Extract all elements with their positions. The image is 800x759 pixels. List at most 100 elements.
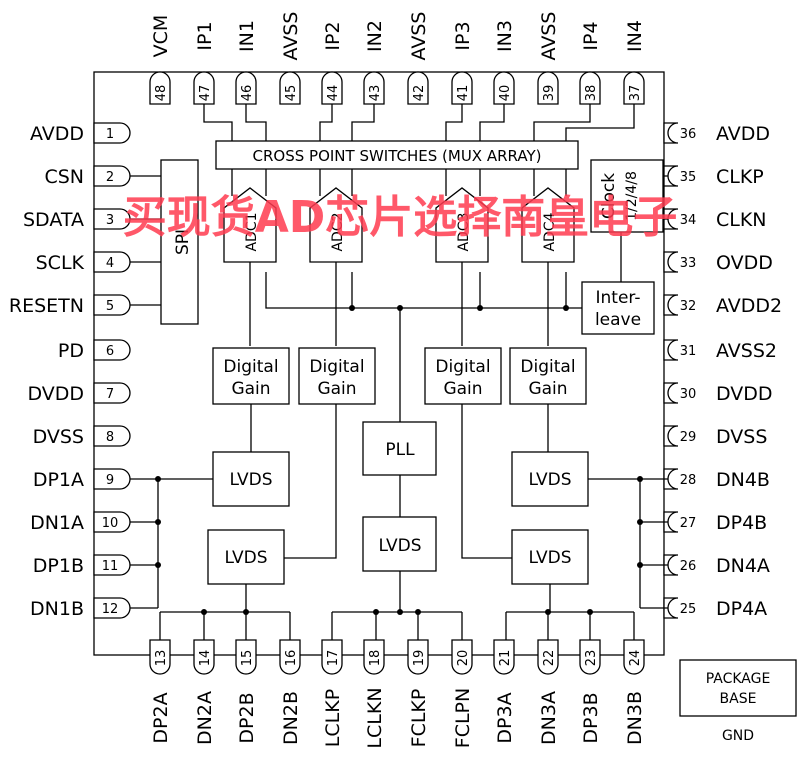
svg-text:10: 10 xyxy=(102,516,119,531)
pin-10: 10 DN1A xyxy=(30,511,131,534)
svg-text:28: 28 xyxy=(680,473,697,488)
digital-gain-2: Digital Gain xyxy=(298,347,376,405)
lvds-4: LVDS xyxy=(511,529,589,585)
svg-text:45: 45 xyxy=(284,85,299,102)
svg-text:AVDD2: AVDD2 xyxy=(716,295,782,317)
svg-text:46: 46 xyxy=(240,85,255,102)
svg-text:IP2: IP2 xyxy=(322,21,344,50)
top-pins: 48VCM47IP146IN145AVSS44IP243IN242AVSS41I… xyxy=(149,12,646,105)
svg-text:FCLKP: FCLKP xyxy=(408,689,430,748)
adc-3: ADC3 xyxy=(435,187,489,263)
svg-text:LVDS: LVDS xyxy=(224,548,267,568)
svg-text:CSN: CSN xyxy=(44,166,84,188)
svg-text:ADC4: ADC4 xyxy=(542,212,558,251)
svg-text:LCLKN: LCLKN xyxy=(364,687,386,748)
clock-box xyxy=(590,159,664,233)
svg-text:DP2A: DP2A xyxy=(150,692,172,743)
svg-text:DP1A: DP1A xyxy=(33,469,84,491)
svg-text:ADC2: ADC2 xyxy=(330,212,346,251)
svg-text:27: 27 xyxy=(680,516,697,531)
spi-box xyxy=(160,159,199,325)
right-output-bus xyxy=(588,478,668,609)
svg-text:DP2B: DP2B xyxy=(236,692,258,743)
interleave-box xyxy=(581,281,655,335)
svg-text:48: 48 xyxy=(154,85,169,102)
svg-text:DVSS: DVSS xyxy=(33,426,84,448)
svg-text:8: 8 xyxy=(106,430,114,445)
interleave-label-1: Inter- xyxy=(596,288,641,308)
svg-text:6: 6 xyxy=(106,344,114,359)
mux-array-box xyxy=(215,140,579,170)
svg-text:VCM: VCM xyxy=(150,15,172,58)
svg-text:2: 2 xyxy=(106,170,114,185)
svg-text:12: 12 xyxy=(102,602,119,617)
svg-text:DP3A: DP3A xyxy=(494,692,516,743)
svg-text:34: 34 xyxy=(680,213,697,228)
svg-text:DN3B: DN3B xyxy=(624,691,646,745)
svg-text:AVSS: AVSS xyxy=(280,12,302,61)
svg-text:38: 38 xyxy=(584,85,599,102)
svg-text:LVDS: LVDS xyxy=(378,536,421,556)
digital-gain-1: Digital Gain xyxy=(212,347,290,405)
svg-text:DN1B: DN1B xyxy=(30,598,84,620)
svg-text:18: 18 xyxy=(368,650,383,667)
svg-text:IP1: IP1 xyxy=(194,21,216,50)
svg-text:AVDD: AVDD xyxy=(716,123,770,145)
svg-text:Gain: Gain xyxy=(443,379,482,399)
svg-text:16: 16 xyxy=(284,650,299,667)
gnd-label: GND xyxy=(722,728,754,744)
svg-text:20: 20 xyxy=(456,650,471,667)
svg-text:FCLPN: FCLPN xyxy=(452,688,474,748)
svg-text:11: 11 xyxy=(102,559,119,574)
adc-1: ADC1 xyxy=(223,187,277,263)
pin-29: 29 DVSS xyxy=(663,425,767,448)
svg-text:PLL: PLL xyxy=(385,440,415,460)
svg-text:29: 29 xyxy=(680,430,697,445)
svg-text:37: 37 xyxy=(628,85,643,102)
digital-gain-4: Digital Gain xyxy=(509,347,587,405)
pll-box: PLL xyxy=(362,421,437,476)
svg-text:DN1A: DN1A xyxy=(30,512,84,534)
mux-array-label: CROSS POINT SWITCHES (MUX ARRAY) xyxy=(253,147,542,165)
svg-text:36: 36 xyxy=(680,127,697,142)
svg-text:IN4: IN4 xyxy=(624,20,646,52)
svg-text:25: 25 xyxy=(680,602,697,617)
svg-text:42: 42 xyxy=(412,85,427,102)
svg-text:LVDS: LVDS xyxy=(229,470,272,490)
svg-text:DVSS: DVSS xyxy=(716,426,767,448)
svg-text:13: 13 xyxy=(154,650,169,667)
input-routing xyxy=(203,104,635,141)
svg-text:43: 43 xyxy=(368,85,383,102)
svg-text:LCLKP: LCLKP xyxy=(322,689,344,747)
svg-text:7: 7 xyxy=(106,387,114,402)
bottom-left-bus xyxy=(159,584,291,640)
svg-text:DN4B: DN4B xyxy=(716,469,770,491)
svg-text:32: 32 xyxy=(680,299,697,314)
package-label-2: BASE xyxy=(720,691,757,707)
svg-text:DN2B: DN2B xyxy=(280,691,302,745)
svg-text:4: 4 xyxy=(106,256,114,271)
svg-text:40: 40 xyxy=(498,85,513,102)
lvds-3: LVDS xyxy=(511,451,589,507)
pin-37: 37 IN4 xyxy=(623,20,646,105)
svg-text:Digital: Digital xyxy=(309,357,364,377)
svg-text:AVDD: AVDD xyxy=(30,123,84,145)
left-output-bus xyxy=(130,478,213,609)
svg-text:DP4A: DP4A xyxy=(716,598,767,620)
svg-text:PD: PD xyxy=(58,340,84,362)
svg-text:17: 17 xyxy=(326,650,341,667)
svg-text:DN4A: DN4A xyxy=(716,555,770,577)
svg-text:LVDS: LVDS xyxy=(528,548,571,568)
